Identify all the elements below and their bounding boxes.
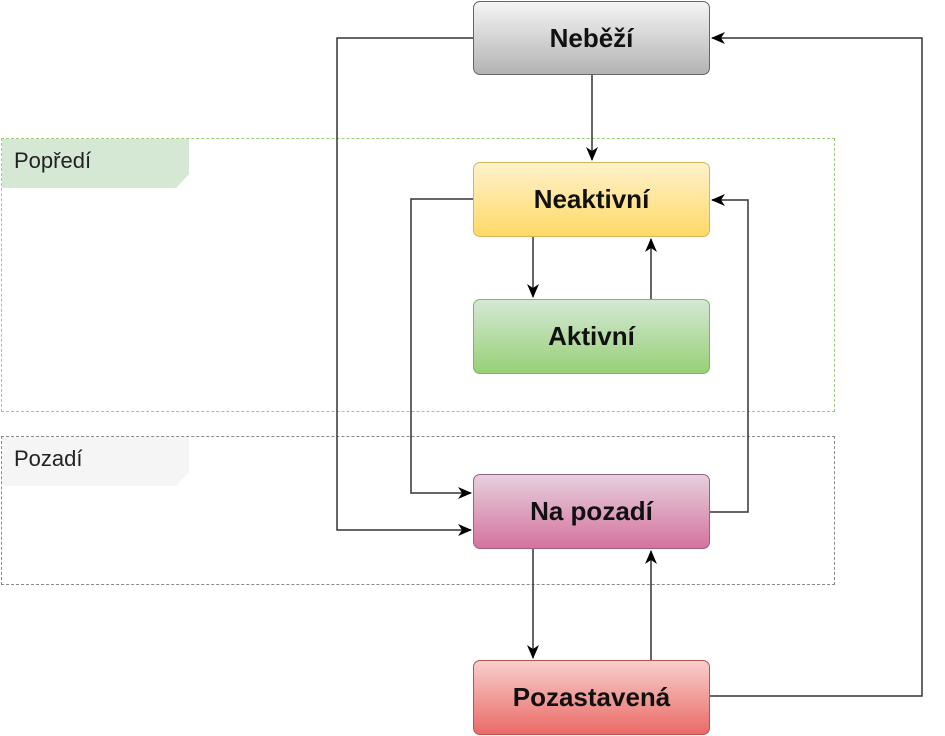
- state-inactive: Neaktivní: [473, 162, 710, 237]
- edge-running-to-background: [336, 37, 473, 536]
- foreground-group-label: Popředí: [2, 139, 189, 188]
- foreground-group: Popředí: [1, 138, 835, 412]
- background-group-label: Pozadí: [2, 437, 189, 486]
- state-not-running: Neběží: [473, 1, 710, 75]
- state-active: Aktivní: [473, 299, 710, 374]
- state-background: Na pozadí: [473, 474, 710, 549]
- edge-inactive-to-background: [410, 198, 473, 499]
- edge-background-to-inactive: [710, 194, 749, 513]
- state-suspended: Pozastavená: [473, 660, 710, 735]
- edge-suspended-to-running: [710, 32, 923, 697]
- background-group: Pozadí: [1, 436, 835, 585]
